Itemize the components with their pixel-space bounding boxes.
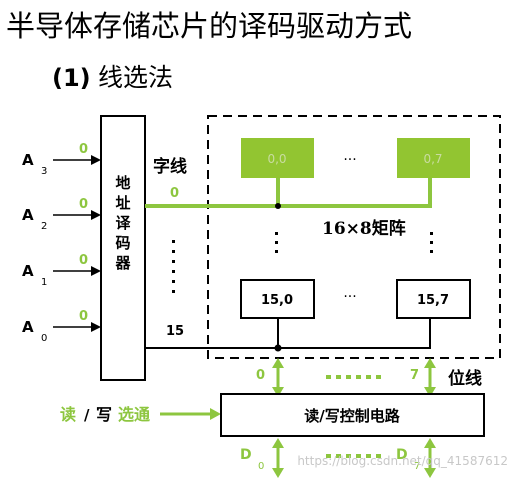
word-line-first-index: 0	[170, 186, 179, 201]
rw-select-label: 读 / 写 选通	[60, 405, 150, 424]
cell-box	[241, 138, 314, 178]
cell-15-0: 15,0	[240, 279, 315, 319]
address-value: 0	[79, 142, 88, 157]
address-value: 0	[79, 309, 88, 324]
address-input-a3: A 3 0	[22, 142, 101, 177]
address-decoder-label: 地 址 译 码 器	[114, 174, 131, 272]
method-number: (1)	[52, 64, 91, 92]
address-input-a0: A 0 0	[22, 309, 101, 344]
cell-box	[396, 279, 471, 319]
word-line-0-node	[275, 203, 281, 209]
rw-control-label: 读/写控制电路	[304, 407, 400, 425]
address-letter: A	[22, 262, 34, 280]
address-subscript: 2	[41, 221, 47, 232]
address-subscript: 3	[41, 166, 47, 177]
bit-line-label: 位线	[448, 368, 482, 389]
cell-0-7: 0,7	[397, 138, 470, 178]
method-name: 线选法	[98, 63, 173, 92]
rw-control-box	[220, 393, 485, 437]
word-line-0	[145, 178, 432, 208]
matrix-border	[207, 115, 501, 359]
data-line-dots	[326, 454, 381, 458]
address-value: 0	[79, 253, 88, 268]
address-subscript: 1	[41, 277, 47, 288]
cell-label: 15,0	[261, 293, 293, 308]
word-line-15	[145, 318, 431, 349]
matrix-label: 16×8矩阵	[322, 218, 406, 239]
cell-label: 15,7	[417, 293, 449, 308]
data-line-left-letter: D	[240, 447, 252, 463]
cell-15-7: 15,7	[396, 279, 471, 319]
bit-line-last-index: 7	[410, 368, 419, 383]
address-letter: A	[22, 318, 34, 336]
decoder-char: 译	[115, 214, 131, 232]
address-input-a2: A 2 0	[22, 197, 101, 232]
matrix-ellipsis-bottom: ...	[343, 285, 356, 301]
decoder-char: 址	[115, 194, 130, 212]
address-letter: A	[22, 206, 34, 224]
address-letter: A	[22, 151, 34, 169]
matrix-ellipsis-top: ...	[343, 148, 356, 164]
watermark: https://blog.csdn.net/qq_41587612	[297, 454, 508, 468]
word-line-15-node	[274, 344, 282, 352]
matrix-vertical-dots-right	[430, 232, 433, 253]
cell-box	[240, 279, 315, 319]
cell-0-0: 0,0	[241, 138, 314, 178]
word-line-last-index: 15	[166, 324, 184, 339]
address-input-a1: A 1 0	[22, 253, 101, 288]
decoder-char: 码	[115, 234, 130, 252]
bit-line-first-index: 0	[256, 368, 265, 383]
word-line-label: 字线	[153, 156, 187, 177]
word-line-vertical-dots	[172, 240, 175, 293]
bit-line-dots	[326, 375, 381, 379]
cell-box	[397, 138, 470, 178]
rw-read-char: 读	[60, 405, 76, 424]
page-title: 半导体存储芯片的译码驱动方式	[6, 9, 412, 43]
cell-label: 0,0	[267, 152, 286, 166]
address-subscript: 0	[41, 333, 47, 344]
address-decoder-box	[100, 115, 146, 381]
rw-write-char: 写	[96, 405, 112, 424]
data-line-left-sub: 0	[258, 461, 264, 472]
cell-label: 0,7	[423, 152, 442, 166]
data-line-right-letter: D	[396, 447, 408, 463]
decoder-char: 地	[115, 174, 130, 192]
data-line-right-sub: 7	[414, 461, 420, 472]
address-value: 0	[79, 197, 88, 212]
rw-slash: /	[84, 406, 90, 424]
matrix-vertical-dots-left	[275, 232, 278, 253]
decoder-char: 器	[114, 254, 131, 272]
rw-select-char: 选通	[118, 405, 150, 424]
